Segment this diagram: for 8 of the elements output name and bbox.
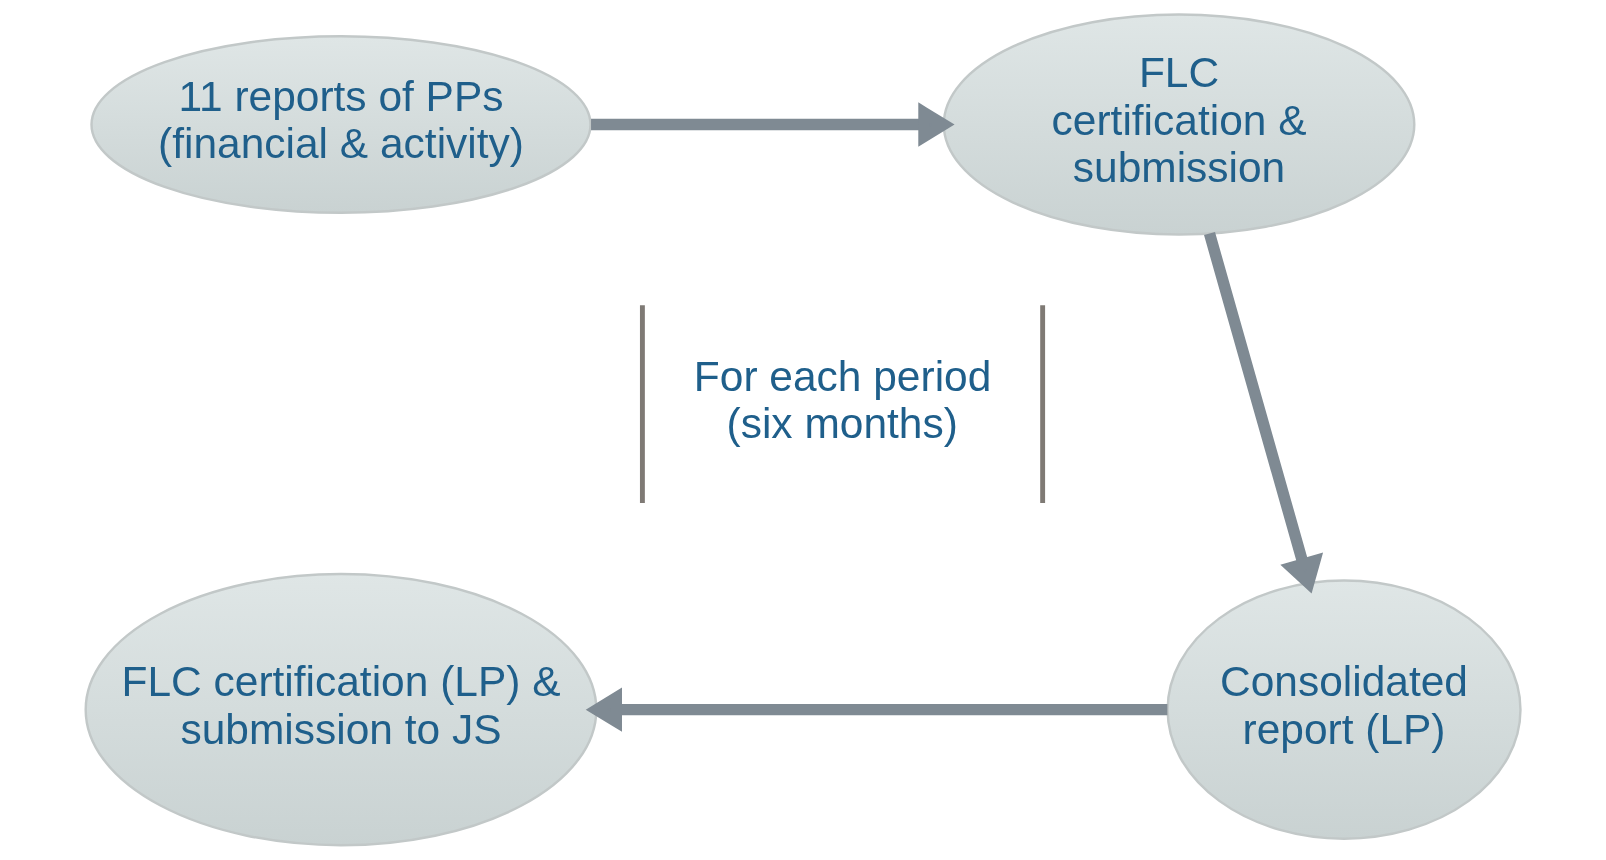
node-ellipse: FLC certification (LP) & submission to JS — [84, 572, 598, 847]
arrow — [585, 687, 1168, 732]
arrow — [1204, 232, 1324, 594]
node-ellipse: Consolidated report (LP) — [1166, 579, 1522, 840]
node-ellipse: 11 reports of PPs (financial & activity) — [90, 35, 592, 214]
node-ellipse: FLC certification & submission — [942, 13, 1416, 236]
label: For each period (six months) — [693, 352, 992, 448]
arrow — [591, 102, 955, 147]
